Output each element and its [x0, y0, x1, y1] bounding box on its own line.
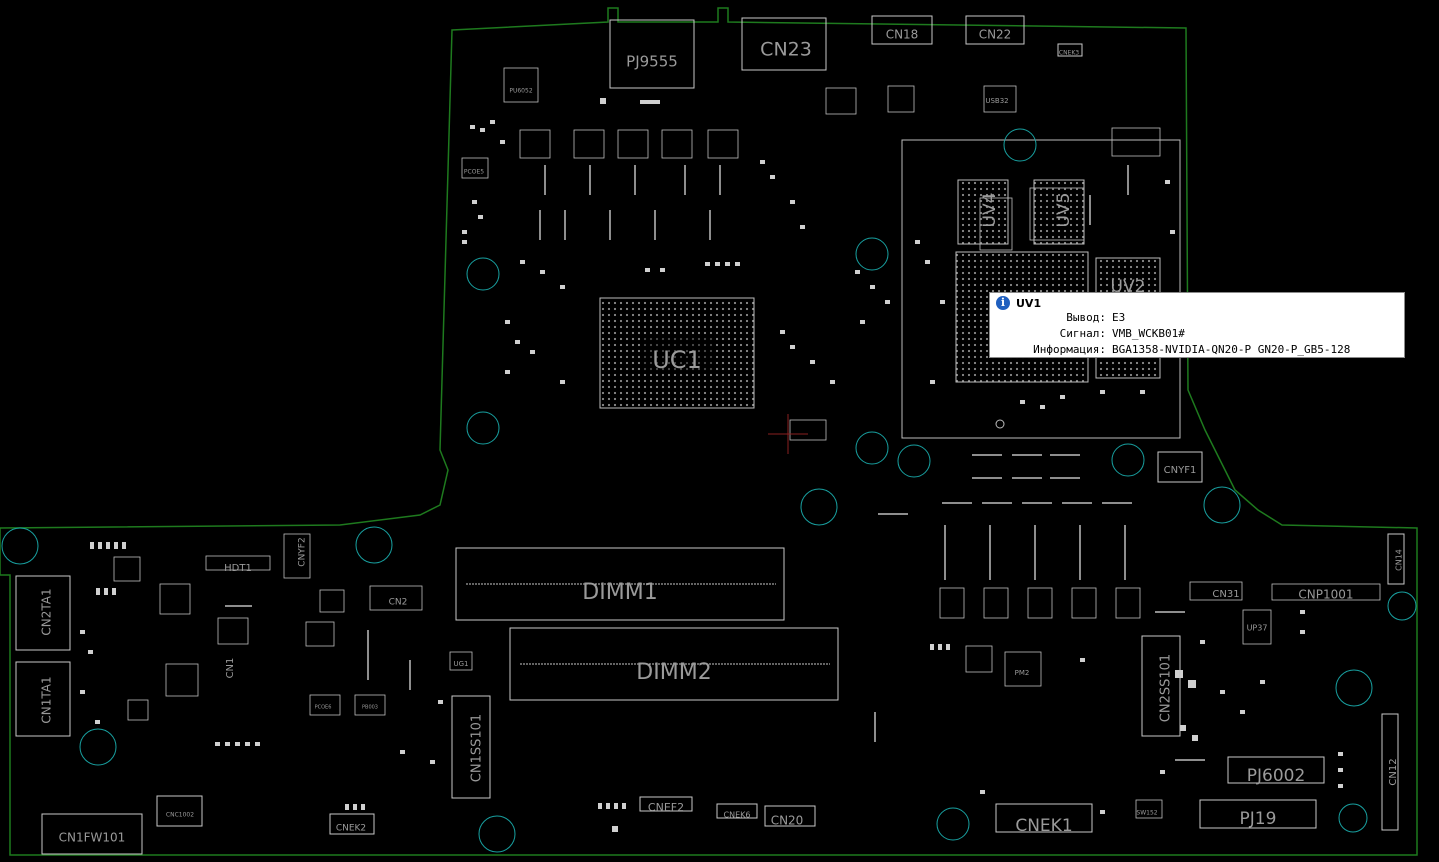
silk-label: PB003 [362, 705, 378, 711]
silk-label: DIMM1 [582, 580, 657, 605]
silk-label: UC1 [652, 346, 702, 374]
silk-label: CNEK6 [724, 811, 751, 820]
silk-label: CN1 [225, 658, 236, 679]
silk-label: CNC1002 [166, 812, 194, 819]
silk-label: CNP1001 [1298, 588, 1353, 602]
silk-label: CN23 [760, 39, 812, 61]
resistor-strips [225, 165, 1205, 761]
cpu-uc1 [599, 297, 755, 409]
top-connectors [609, 15, 1083, 89]
silk-label: CN12 [1388, 758, 1399, 785]
silk-label: PJ9555 [626, 53, 678, 71]
silk-label: CNYF1 [1164, 465, 1197, 476]
pin-info-tooltip: i UV1 Вывод:E3 Сигнал:VMB_WCKB01# Информ… [989, 292, 1405, 358]
silk-label: PM2 [1015, 669, 1030, 677]
dimm-slots [455, 547, 839, 701]
silk-label: CN1SS101 [470, 714, 485, 782]
silk-label: UV5 [1054, 193, 1074, 228]
silk-label: CNYF2 [298, 537, 308, 566]
silk-label: UG1 [453, 660, 468, 668]
silk-label: CN31 [1212, 589, 1239, 600]
silk-label: CN1FW101 [59, 831, 126, 845]
silk-label: DIMM2 [636, 660, 711, 685]
silk-label: CN22 [979, 28, 1012, 42]
tooltip-row-signal: Сигнал:VMB_WCKB01# [1059, 327, 1185, 340]
silk-label: CN2 [389, 598, 408, 608]
silk-label: UP37 [1247, 624, 1268, 633]
mounting-holes [1, 128, 1417, 853]
silk-label: HDT1 [224, 563, 252, 574]
silk-label: CNEK2 [336, 824, 366, 834]
silk-label: CN2SS101 [1159, 654, 1174, 722]
silk-label: CN20 [771, 814, 804, 828]
silk-label: CNEK1 [1015, 816, 1072, 836]
silk-label: CNEF2 [648, 801, 684, 814]
tooltip-row-pin: Вывод:E3 [1066, 311, 1126, 324]
cursor-crosshair-icon [768, 414, 808, 454]
silk-label: PCOE6 [315, 705, 332, 711]
silk-label: CNEK3 [1059, 50, 1079, 57]
connectors [15, 451, 1405, 855]
silk-label: SW152 [1136, 810, 1157, 817]
tooltip-title: UV1 [1016, 296, 1042, 310]
silk-label: CN2TA1 [40, 588, 54, 635]
silk-label: CN1TA1 [40, 676, 54, 723]
tooltip-row-info: Информация:BGA1358-NVIDIA-QN20-P GN20-P_… [1033, 343, 1351, 356]
silk-label: CN18 [886, 28, 919, 42]
smd-components [113, 67, 1381, 819]
board-outline [0, 7, 1418, 856]
silk-label: UV4 [980, 193, 1000, 228]
silk-label: PCOE5 [464, 169, 484, 176]
silk-label: PU6052 [509, 88, 532, 95]
info-icon: i [996, 296, 1010, 310]
silk-label: PJ6002 [1247, 766, 1306, 786]
silk-label: PJ19 [1240, 809, 1277, 829]
pads [80, 98, 1343, 832]
silk-label: USB32 [985, 97, 1008, 105]
silk-label: CN14 [1395, 549, 1404, 571]
